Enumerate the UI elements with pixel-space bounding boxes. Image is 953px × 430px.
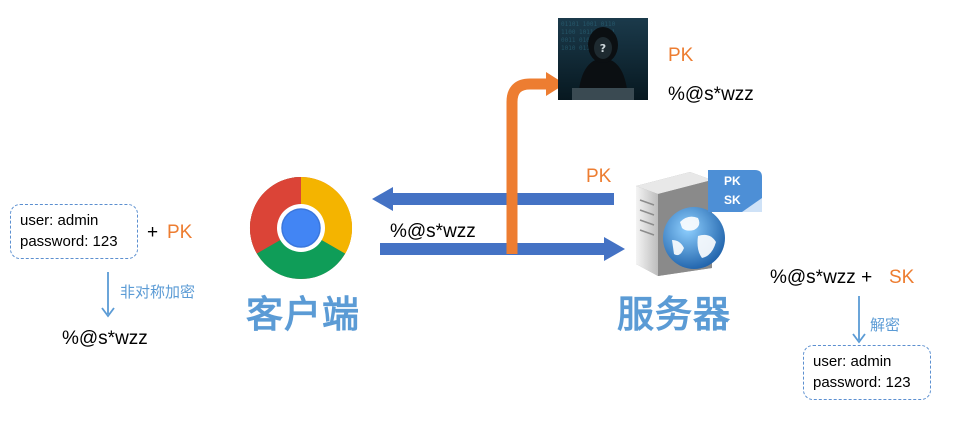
client-pk-key: PK (167, 222, 193, 243)
svg-text:01101 1001 0110: 01101 1001 0110 (561, 21, 616, 28)
arrow-pk-label: PK (586, 166, 612, 187)
attacker-cipher: %@s*wzz (668, 84, 754, 105)
client-credentials-box (10, 204, 138, 259)
client-cipher: %@s*wzz (62, 328, 148, 349)
server-credentials-box (803, 345, 931, 400)
server-password-line: password: 123 (813, 374, 911, 391)
arrow-encrypt-down (101, 272, 115, 318)
chrome-icon (249, 176, 353, 280)
client-label: 客户端 (246, 294, 360, 335)
hacker-icon: 01101 1001 0110 1100 10110 0101 0011 010… (558, 18, 648, 100)
server-label: 服务器 (617, 294, 731, 335)
server-cipher-plus: %@s*wzz + (770, 267, 873, 288)
svg-text:1010 0110 00101: 1010 0110 00101 (561, 45, 616, 52)
arrow-cipher-to-server (380, 237, 625, 261)
client-plus: + (147, 222, 159, 243)
svg-text:1100 10110 0101: 1100 10110 0101 (561, 29, 616, 36)
svg-text:0011 0101 11010: 0011 0101 11010 (561, 37, 616, 44)
key-badge-sk: SK (724, 193, 741, 207)
server-sk-key: SK (889, 267, 915, 288)
server-user-line: user: admin (813, 353, 892, 370)
encrypt-label: 非对称加密 (120, 284, 196, 301)
attacker-pk: PK (668, 45, 694, 66)
arrow-pk-to-client (372, 187, 614, 211)
arrow-intercept (506, 72, 565, 254)
server-icon (636, 172, 725, 276)
svg-text:?: ? (600, 42, 606, 55)
decrypt-label: 解密 (870, 317, 901, 334)
arrow-decrypt-down (852, 296, 866, 344)
client-user-line: user: admin (20, 212, 99, 229)
client-password-line: password: 123 (20, 233, 118, 250)
key-badge-pk: PK (724, 174, 741, 188)
arrow-cipher-label: %@s*wzz (390, 221, 476, 242)
key-badge (708, 170, 762, 212)
